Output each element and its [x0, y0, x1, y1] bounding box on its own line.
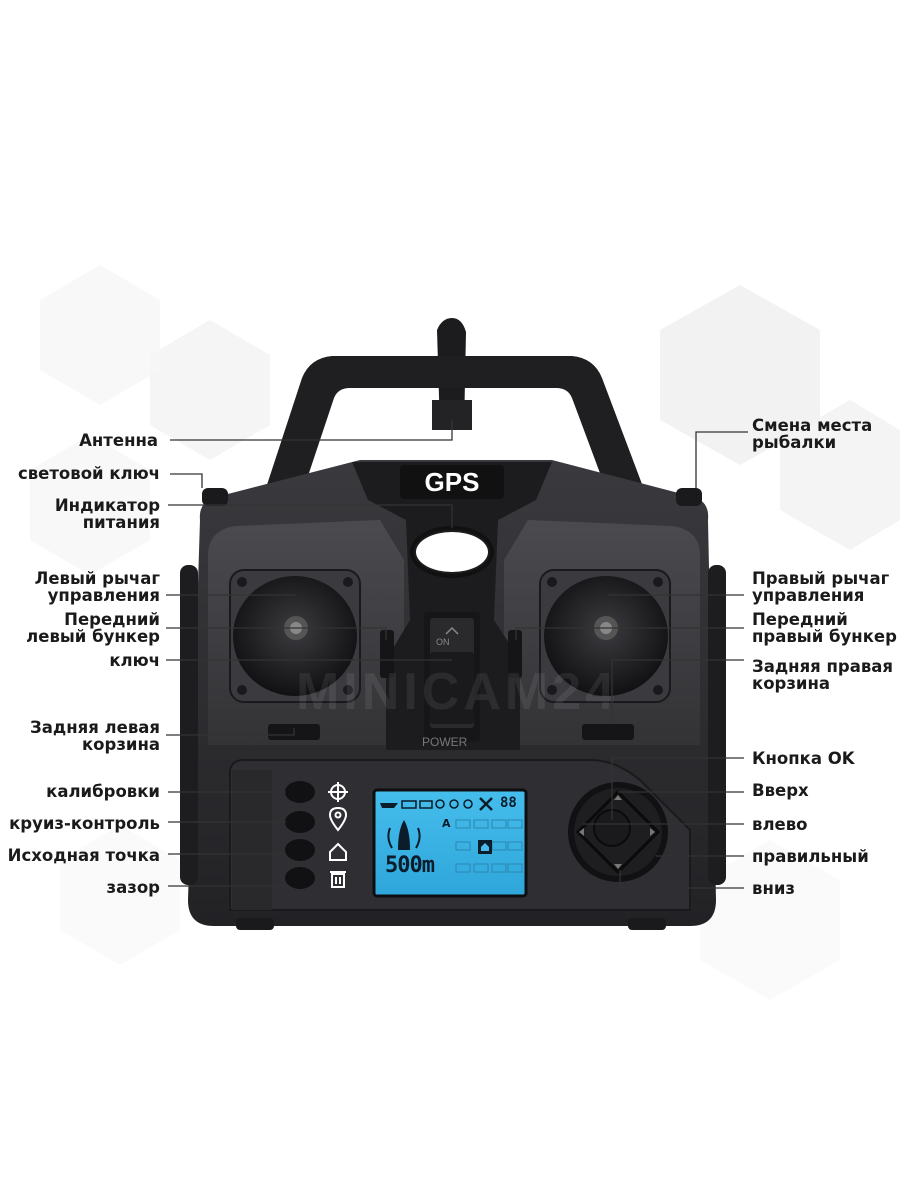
label-text: рыбалки: [752, 433, 837, 452]
label-text: правый бункер: [752, 627, 897, 646]
label-text: управления: [752, 586, 865, 605]
label-calibration: калибровки: [46, 783, 160, 800]
label-text: левый бункер: [26, 627, 160, 646]
label-light-key: световой ключ: [18, 465, 160, 482]
label-text: Антенна: [79, 431, 158, 450]
label-text: управления: [47, 586, 160, 605]
label-left: влево: [752, 816, 808, 833]
label-home-point: Исходная точка: [8, 847, 160, 864]
label-gap: зазор: [107, 879, 160, 896]
label-text: зазор: [106, 878, 160, 897]
label-cruise-control: круиз-контроль: [9, 815, 160, 832]
label-text: корзина: [752, 674, 831, 693]
watermark: MINICAM24: [296, 663, 619, 721]
label-text: корзина: [81, 735, 160, 754]
label-text: Исходная точка: [7, 846, 160, 865]
lcd-mode-letter: A: [442, 817, 451, 830]
label-key: ключ: [109, 652, 160, 669]
label-text: Смена места: [752, 416, 873, 435]
label-text: правильный: [752, 847, 869, 866]
label-text: световой ключ: [17, 464, 160, 483]
label-text: Правый рычаг: [752, 569, 890, 588]
label-text: влево: [752, 815, 808, 834]
label-antenna: Антенна: [79, 432, 158, 449]
label-text: Передний: [64, 610, 160, 629]
d-pad: [568, 782, 668, 882]
label-text: Левый рычаг: [34, 569, 160, 588]
label-down: вниз: [752, 880, 795, 897]
label-up: Вверх: [752, 782, 809, 799]
lcd-distance: 500m: [385, 853, 435, 878]
gps-badge: GPS: [400, 465, 504, 499]
label-text: Кнопка OK: [752, 749, 855, 768]
power-switch-on-label: ON: [436, 637, 450, 647]
label-text: ключ: [109, 651, 160, 670]
label-text: Передний: [752, 610, 848, 629]
label-text: Вверх: [752, 781, 809, 800]
left-stick: [229, 569, 361, 703]
label-text: круиз-контроль: [9, 814, 160, 833]
power-indicator: [416, 532, 488, 572]
label-right: правильный: [752, 848, 869, 865]
lcd-signal-digits: 88: [500, 795, 517, 811]
power-label: POWER: [422, 735, 468, 749]
label-text: Индикатор: [54, 496, 160, 515]
label-text: вниз: [752, 879, 795, 898]
label-text: питания: [82, 513, 160, 532]
label-text: Задняя правая: [752, 657, 894, 676]
label-text: Задняя левая: [30, 718, 160, 737]
right-stick: [539, 569, 671, 703]
label-text: калибровки: [46, 782, 160, 801]
gps-label: GPS: [424, 466, 480, 497]
label-ok-button: Кнопка OK: [752, 750, 855, 767]
